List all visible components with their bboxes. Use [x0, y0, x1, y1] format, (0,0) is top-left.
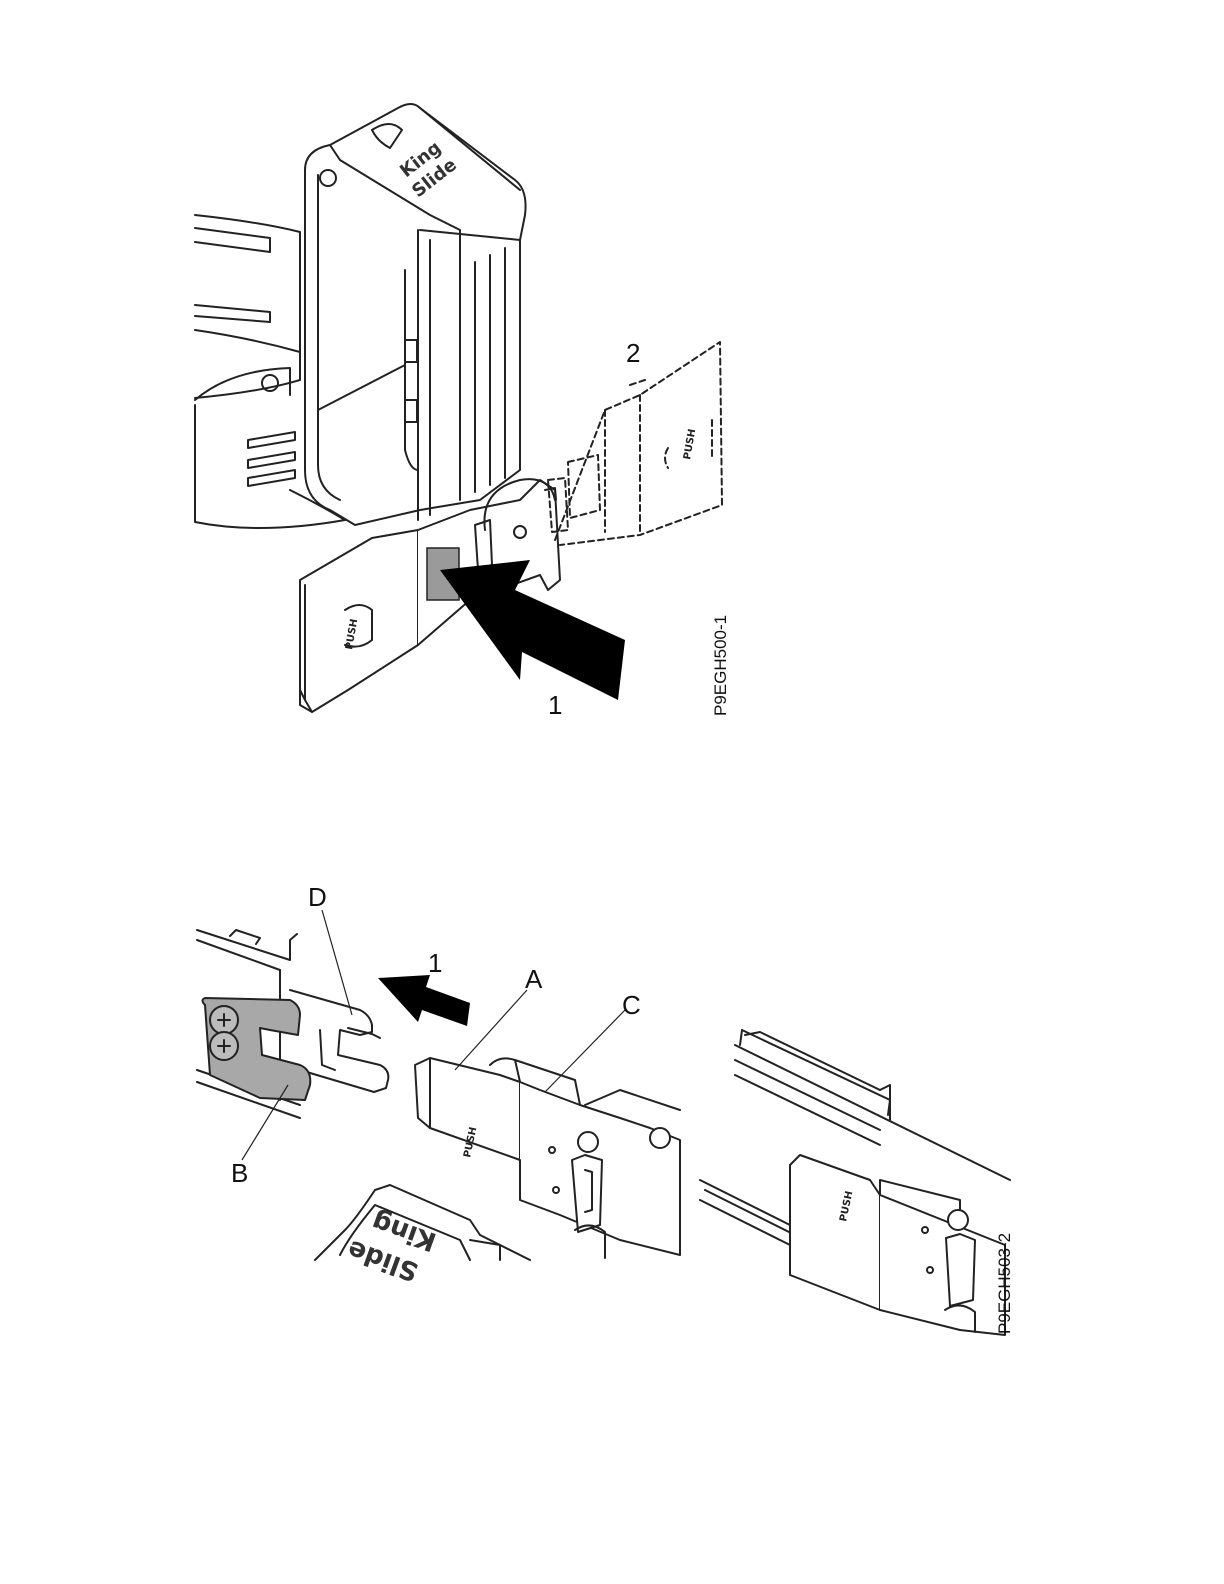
push-direction-arrow — [440, 560, 625, 700]
callout-b: B — [231, 1158, 248, 1188]
figure-1-rail-release-latch: King Slide PUSH PUSH 1 2 P9EGH500-1 — [0, 0, 1224, 800]
figure-2-illustration: King Slide PUSH PUSH D 1 A C B P9EGH503-… — [0, 860, 1224, 1380]
callout-c: C — [622, 990, 641, 1020]
callout-d: D — [308, 882, 327, 912]
figure-2-bracket-install: King Slide PUSH PUSH D 1 A C B P9EGH503-… — [0, 860, 1224, 1380]
figure-id-2: P9EGH503-2 — [995, 1233, 1014, 1334]
figure-1-illustration: King Slide PUSH PUSH 1 2 P9EGH500-1 — [0, 0, 1224, 800]
callout-a: A — [525, 964, 543, 994]
callout-1: 1 — [548, 690, 562, 720]
insert-direction-arrow — [378, 975, 470, 1026]
push-label-dashed-tab: PUSH — [682, 428, 698, 460]
callout-2: 2 — [626, 338, 640, 368]
figure-id-1: P9EGH500-1 — [711, 615, 730, 716]
callout-1: 1 — [428, 948, 442, 978]
